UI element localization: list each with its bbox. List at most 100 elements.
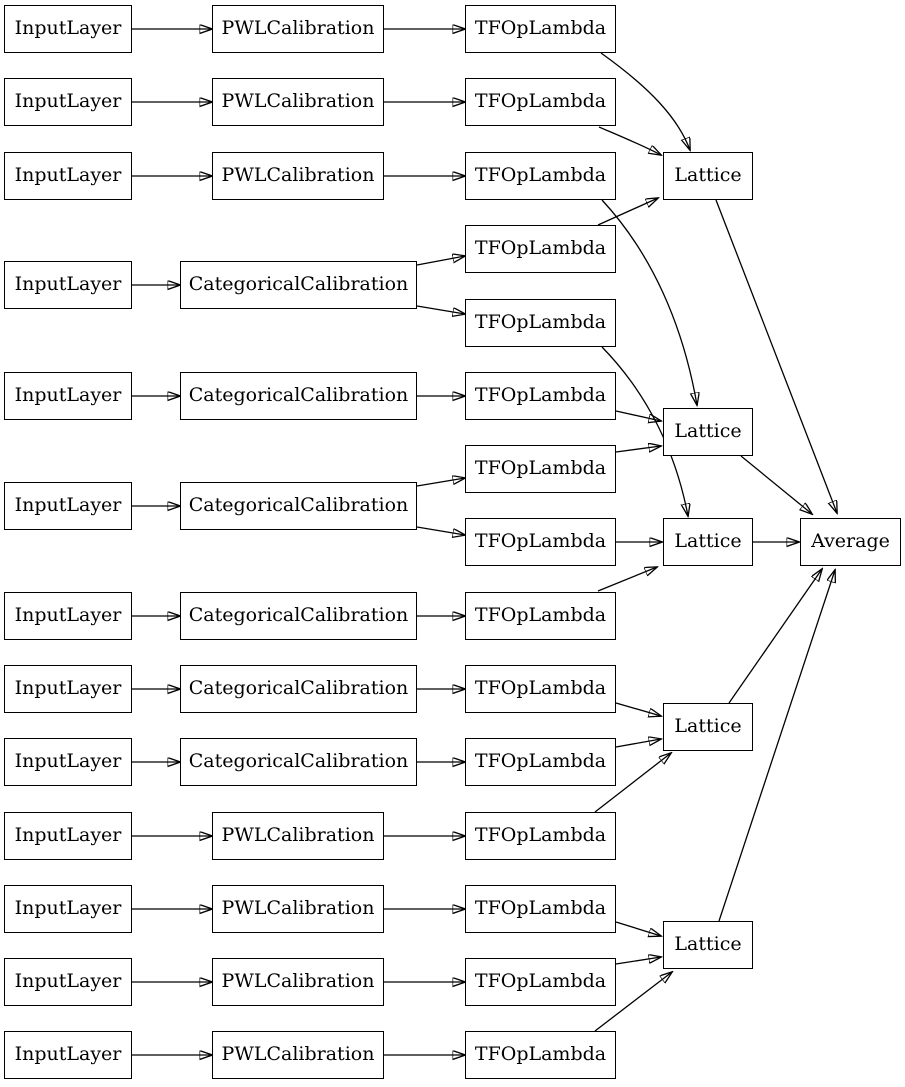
node-label: InputLayer [14, 603, 122, 626]
edge-tf5-lat2 [615, 410, 661, 421]
node-label: CategoricalCalibration [188, 272, 409, 295]
edge-tf3-lat2 [601, 199, 697, 405]
node-label: Lattice [674, 419, 742, 442]
node-label: TFOpLambda [474, 749, 607, 772]
node-il10: InputLayer [4, 812, 132, 860]
node-il12: InputLayer [4, 958, 132, 1006]
node-tf3: TFOpLambda [465, 152, 616, 200]
node-lat3: Lattice [663, 518, 753, 566]
node-il11: InputLayer [4, 885, 132, 933]
node-tf1: TFOpLambda [465, 5, 616, 53]
node-il5: InputLayer [4, 372, 132, 420]
edge-cc6-tf6b [416, 526, 465, 535]
node-cc6: CategoricalCalibration [180, 482, 417, 530]
node-label: PWLCalibration [221, 896, 375, 919]
edge-lat1-avg [715, 199, 837, 513]
node-label: Average [811, 529, 890, 552]
node-label: CategoricalCalibration [188, 603, 409, 626]
node-tf7: TFOpLambda [465, 592, 616, 640]
edge-tf13-lat5 [594, 972, 672, 1032]
node-label: InputLayer [14, 1042, 122, 1065]
node-lat5: Lattice [663, 921, 753, 969]
node-label: TFOpLambda [474, 896, 607, 919]
node-label: TFOpLambda [474, 383, 607, 406]
node-il9: InputLayer [4, 738, 132, 786]
node-pwl12: PWLCalibration [212, 958, 384, 1006]
node-lat4: Lattice [663, 703, 753, 751]
node-il6: InputLayer [4, 482, 132, 530]
node-pwl11: PWLCalibration [212, 885, 384, 933]
node-label: TFOpLambda [474, 969, 607, 992]
node-label: InputLayer [14, 749, 122, 772]
node-label: CategoricalCalibration [188, 383, 409, 406]
node-label: TFOpLambda [474, 16, 607, 39]
node-tf10: TFOpLambda [465, 812, 616, 860]
node-il4: InputLayer [4, 261, 132, 309]
node-pwl1: PWLCalibration [212, 5, 384, 53]
node-tf13: TFOpLambda [465, 1031, 616, 1079]
node-cc8: CategoricalCalibration [180, 665, 417, 713]
node-tf4a: TFOpLambda [465, 225, 616, 273]
node-label: CategoricalCalibration [188, 676, 409, 699]
node-label: PWLCalibration [221, 89, 375, 112]
node-label: TFOpLambda [474, 676, 607, 699]
edge-cc4-tf4a [416, 256, 465, 266]
node-label: Lattice [674, 529, 742, 552]
edge-tf7-lat3 [597, 567, 657, 592]
node-il7: InputLayer [4, 592, 132, 640]
node-label: PWLCalibration [221, 16, 375, 39]
node-pwl2: PWLCalibration [212, 78, 384, 126]
node-lat2: Lattice [663, 408, 753, 456]
node-cc9: CategoricalCalibration [180, 738, 417, 786]
edge-tf11-lat5 [615, 921, 661, 936]
node-tf4b: TFOpLambda [465, 299, 616, 347]
node-label: Lattice [674, 163, 742, 186]
node-il8: InputLayer [4, 665, 132, 713]
node-label: InputLayer [14, 89, 122, 112]
node-label: InputLayer [14, 676, 122, 699]
node-label: CategoricalCalibration [188, 493, 409, 516]
edge-lat4-avg [728, 569, 822, 704]
node-tf6a: TFOpLambda [465, 445, 616, 493]
node-label: PWLCalibration [221, 969, 375, 992]
edge-tf12-lat5 [615, 957, 661, 965]
node-label: TFOpLambda [474, 603, 607, 626]
node-pwl3: PWLCalibration [212, 152, 384, 200]
node-label: InputLayer [14, 272, 122, 295]
node-tf8: TFOpLambda [465, 665, 616, 713]
node-il13: InputLayer [4, 1031, 132, 1079]
node-tf11: TFOpLambda [465, 885, 616, 933]
edge-tf4b-lat3 [601, 346, 688, 516]
node-label: TFOpLambda [474, 456, 607, 479]
node-label: PWLCalibration [221, 1042, 375, 1065]
node-avg: Average [800, 518, 901, 566]
node-pwl10: PWLCalibration [212, 812, 384, 860]
node-label: TFOpLambda [474, 310, 607, 333]
node-cc7: CategoricalCalibration [180, 592, 417, 640]
node-label: InputLayer [14, 493, 122, 516]
node-label: PWLCalibration [221, 163, 375, 186]
node-label: TFOpLambda [474, 236, 607, 259]
edge-tf2-lat1 [598, 126, 661, 155]
node-label: InputLayer [14, 16, 122, 39]
node-il1: InputLayer [4, 5, 132, 53]
node-label: Lattice [674, 932, 742, 955]
edge-tf8-lat4 [615, 702, 661, 716]
node-tf2: TFOpLambda [465, 78, 616, 126]
edge-tf10-lat4 [594, 753, 671, 813]
node-pwl13: PWLCalibration [212, 1031, 384, 1079]
node-tf9: TFOpLambda [465, 738, 616, 786]
edge-cc4-tf4b [416, 305, 465, 314]
node-cc4: CategoricalCalibration [180, 261, 417, 309]
node-label: TFOpLambda [474, 1042, 607, 1065]
edge-cc6-tf6a [416, 478, 465, 487]
node-label: InputLayer [14, 163, 122, 186]
node-il3: InputLayer [4, 152, 132, 200]
node-label: Lattice [674, 714, 742, 737]
node-label: InputLayer [14, 823, 122, 846]
node-label: InputLayer [14, 969, 122, 992]
node-label: CategoricalCalibration [188, 749, 409, 772]
node-label: InputLayer [14, 896, 122, 919]
